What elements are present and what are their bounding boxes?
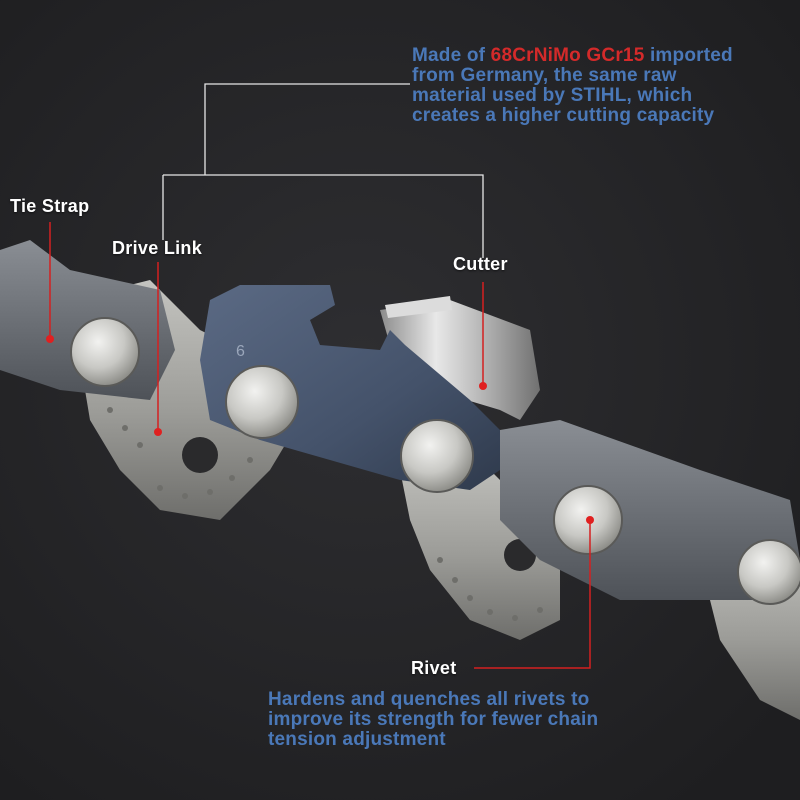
rivet-head xyxy=(400,419,474,493)
drive-link-marker xyxy=(154,428,162,436)
material-note-line-3: material used by STIHL, which xyxy=(412,85,693,106)
leader-lines-white xyxy=(162,83,484,258)
rivet-note-line-1: Hardens and quenches all rivets to xyxy=(268,689,590,710)
rivet-marker xyxy=(586,516,594,524)
material-note-line-4: creates a higher cutting capacity xyxy=(412,105,715,126)
material-note-line-1: Made of 68CrNiMo GCr15 imported xyxy=(412,46,733,66)
cutter-label: Cutter xyxy=(453,254,508,274)
material-note-line-2: from Germany, the same raw xyxy=(412,65,677,86)
tie-strap-marker xyxy=(46,335,54,343)
material-note: Made of 68CrNiMo GCr15 imported from Ger… xyxy=(412,46,733,126)
drive-link-label: Drive Link xyxy=(112,238,203,258)
rivet-label: Rivet xyxy=(411,658,457,678)
leader-lines-red xyxy=(49,222,591,669)
material-suffix: imported xyxy=(644,45,733,66)
link-stamp: 6 xyxy=(236,343,245,360)
rivet-note-line-3: tension adjustment xyxy=(268,729,446,750)
steel-grade-highlight: 68CrNiMo GCr15 xyxy=(490,45,645,66)
rivet-note: Hardens and quenches all rivets to impro… xyxy=(268,690,598,750)
rivet-head xyxy=(737,539,800,605)
rivets xyxy=(70,317,800,605)
rivet-head xyxy=(70,317,140,387)
material-prefix: Made of xyxy=(412,45,491,66)
tie-strap-label: Tie Strap xyxy=(10,196,90,216)
rivet-note-line-2: improve its strength for fewer chain xyxy=(268,709,599,730)
marker-dots xyxy=(46,335,594,524)
rivet-head xyxy=(225,365,299,439)
cutter-marker xyxy=(479,382,487,390)
